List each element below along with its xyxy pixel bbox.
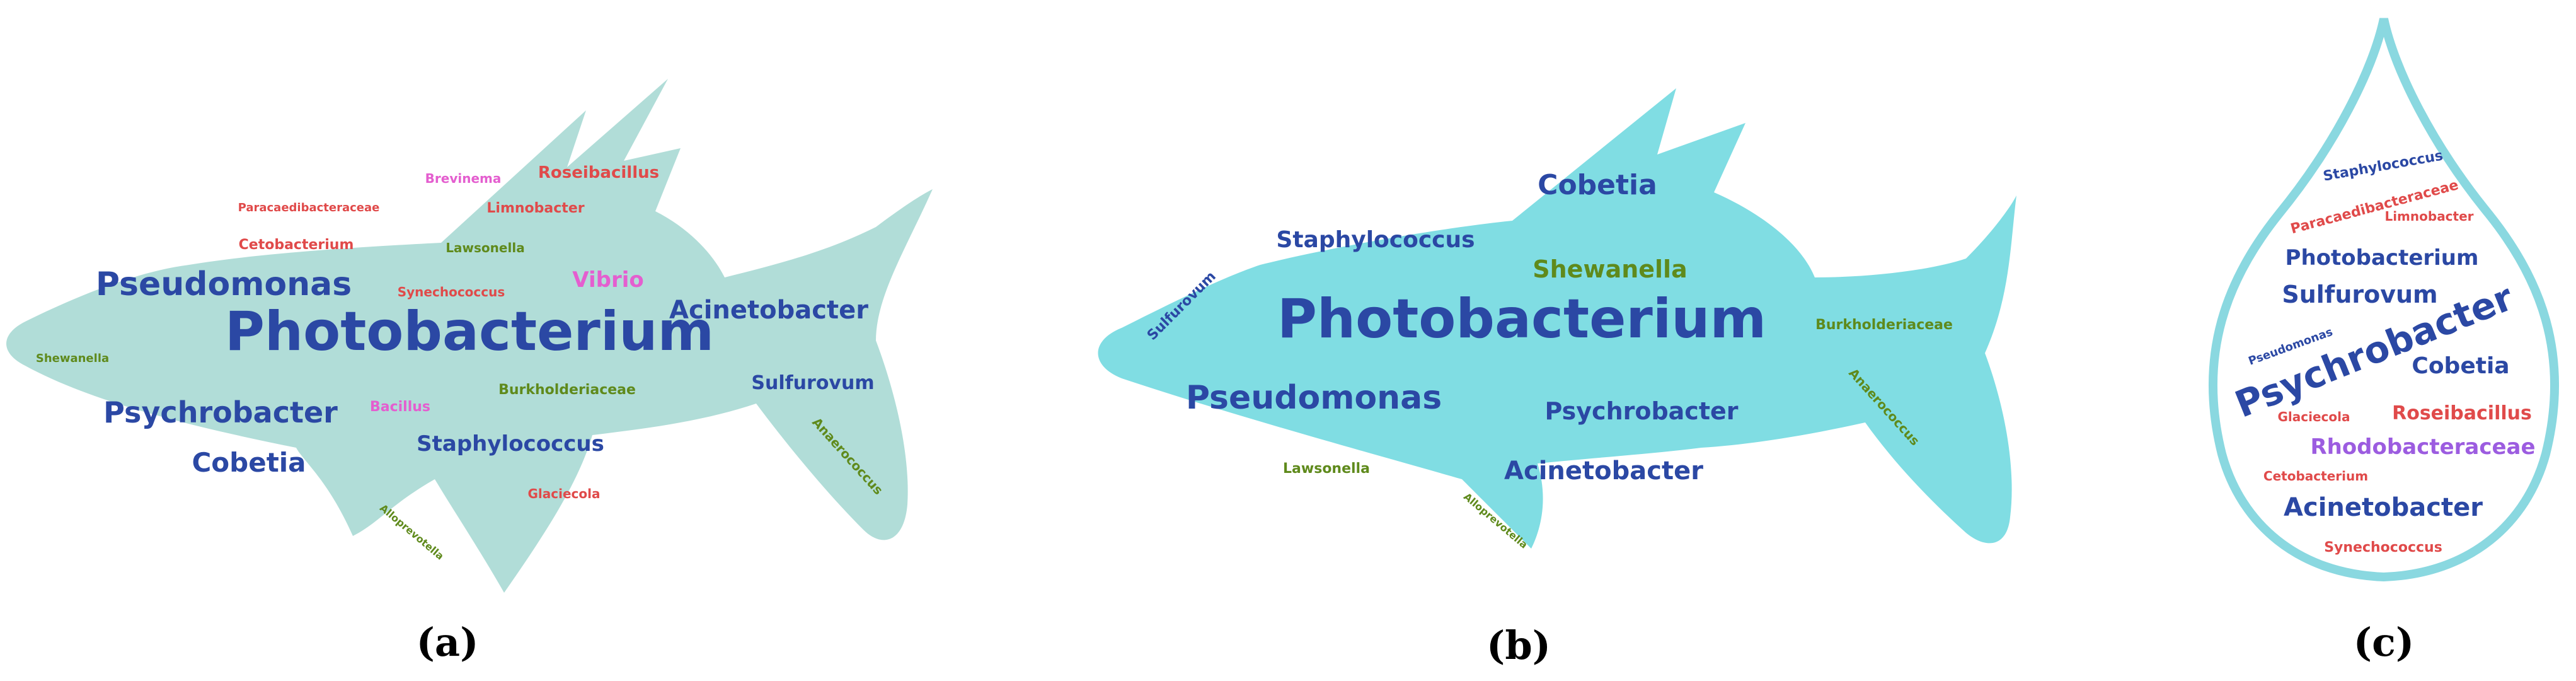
word-sulfurovum: Sulfurovum <box>2282 281 2437 308</box>
word-pseudomonas: Pseudomonas <box>1186 379 1442 417</box>
water-drop-silhouette <box>2208 18 2560 582</box>
word-limnobacter: Limnobacter <box>486 201 584 216</box>
word-glaciecola: Glaciecola <box>528 486 601 501</box>
word-shewanella: Shewanella <box>1532 255 1687 283</box>
word-acinetobacter: Acinetobacter <box>2284 493 2483 522</box>
word-shewanella: Shewanella <box>36 352 109 365</box>
word-paracaedibacteraceae: Paracaedibacteraceae <box>238 201 380 214</box>
word-roseibacillus: Roseibacillus <box>2392 402 2532 424</box>
fish-b-silhouette <box>1098 88 2016 549</box>
word-sulfurovum: Sulfurovum <box>751 372 874 394</box>
word-cetobacterium: Cetobacterium <box>2263 469 2368 484</box>
word-synechococcus: Synechococcus <box>398 284 505 300</box>
word-cobetia: Cobetia <box>1538 169 1657 201</box>
word-photobacterium: Photobacterium <box>225 300 714 363</box>
word-lawsonella: Lawsonella <box>446 240 524 255</box>
word-cobetia: Cobetia <box>2412 353 2509 379</box>
word-psychrobacter: Psychrobacter <box>1544 397 1738 425</box>
word-synechococcus: Synechococcus <box>2324 540 2442 556</box>
fish-a-silhouette <box>6 79 933 593</box>
word-acinetobacter: Acinetobacter <box>669 296 868 325</box>
word-staphylococcus: Staphylococcus <box>1276 227 1475 253</box>
word-staphylococcus: Staphylococcus <box>417 431 604 457</box>
word-glaciecola: Glaciecola <box>2278 409 2350 424</box>
word-cetobacterium: Cetobacterium <box>239 237 354 253</box>
word-psychrobacter: Psychrobacter <box>103 395 338 429</box>
word-alloprevotella: Alloprevotella <box>377 502 446 562</box>
word-bacillus: Bacillus <box>370 399 430 415</box>
word-brevinema: Brevinema <box>425 171 502 186</box>
panel-c-label: (c) <box>2354 619 2414 665</box>
word-rhodobacteraceae: Rhodobacteraceae <box>2310 434 2535 460</box>
word-photobacterium: Photobacterium <box>1277 288 1766 351</box>
word-vibrio: Vibrio <box>572 267 644 293</box>
word-limnobacter: Limnobacter <box>2384 209 2473 224</box>
word-pseudomonas: Pseudomonas <box>96 265 352 303</box>
panel-a: PhotobacteriumPseudomonasPsychrobacterCo… <box>6 79 933 665</box>
word-burkholderiaceae: Burkholderiaceae <box>1815 317 1953 333</box>
word-roseibacillus: Roseibacillus <box>538 163 659 182</box>
word-photobacterium: Photobacterium <box>2286 245 2479 271</box>
word-burkholderiaceae: Burkholderiaceae <box>498 382 636 398</box>
word-lawsonella: Lawsonella <box>1283 461 1370 477</box>
panel-a-label: (a) <box>417 619 479 665</box>
word-acinetobacter: Acinetobacter <box>1504 457 1703 486</box>
panel-c: StaphylococcusParacaedibacteraceaeLimnob… <box>2208 18 2560 665</box>
word-cobetia: Cobetia <box>192 447 306 478</box>
panel-b-label: (b) <box>1486 622 1551 668</box>
